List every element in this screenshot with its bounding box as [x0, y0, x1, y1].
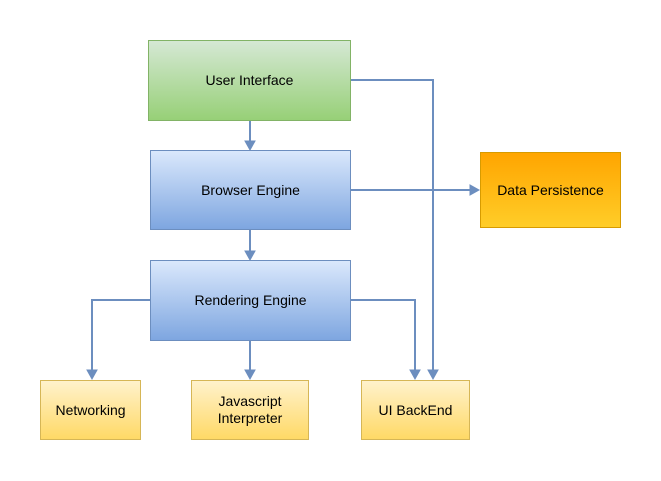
- rendering-engine-label: Rendering Engine: [194, 292, 307, 308]
- arrowhead-data-persistence: [469, 184, 481, 196]
- arrowhead-ui-backend-right: [427, 369, 439, 381]
- browser-engine-label: Browser Engine: [201, 181, 300, 198]
- ui-backend-label: UI BackEnd: [378, 401, 453, 418]
- javascript-interpreter-label: Javascript Interpreter: [217, 393, 283, 426]
- edge-user-interface-to-ui-backend: [351, 79, 434, 371]
- arrowhead-browser-engine-top: [244, 140, 256, 152]
- edge-rendering-engine-to-ui-backend: [351, 299, 416, 371]
- ui-backend-node: UI BackEnd: [361, 380, 470, 440]
- arrowhead-networking: [86, 369, 98, 381]
- arrowhead-ui-backend-left: [409, 369, 421, 381]
- networking-node: Networking: [40, 380, 141, 440]
- arrowhead-javascript-interpreter: [244, 369, 256, 381]
- data-persistence-label: Data Persistence: [497, 181, 604, 198]
- networking-label: Networking: [55, 401, 126, 418]
- browser-engine-node: Browser Engine: [150, 150, 351, 230]
- data-persistence-node: Data Persistence: [480, 152, 621, 228]
- javascript-interpreter-node: Javascript Interpreter: [191, 380, 309, 440]
- arrowhead-rendering-engine-top: [244, 250, 256, 262]
- user-interface-label: User Interface: [205, 72, 294, 88]
- user-interface-node: User Interface: [148, 40, 351, 121]
- rendering-engine-node: Rendering Engine: [150, 260, 351, 341]
- edge-rendering-engine-to-networking: [91, 299, 150, 371]
